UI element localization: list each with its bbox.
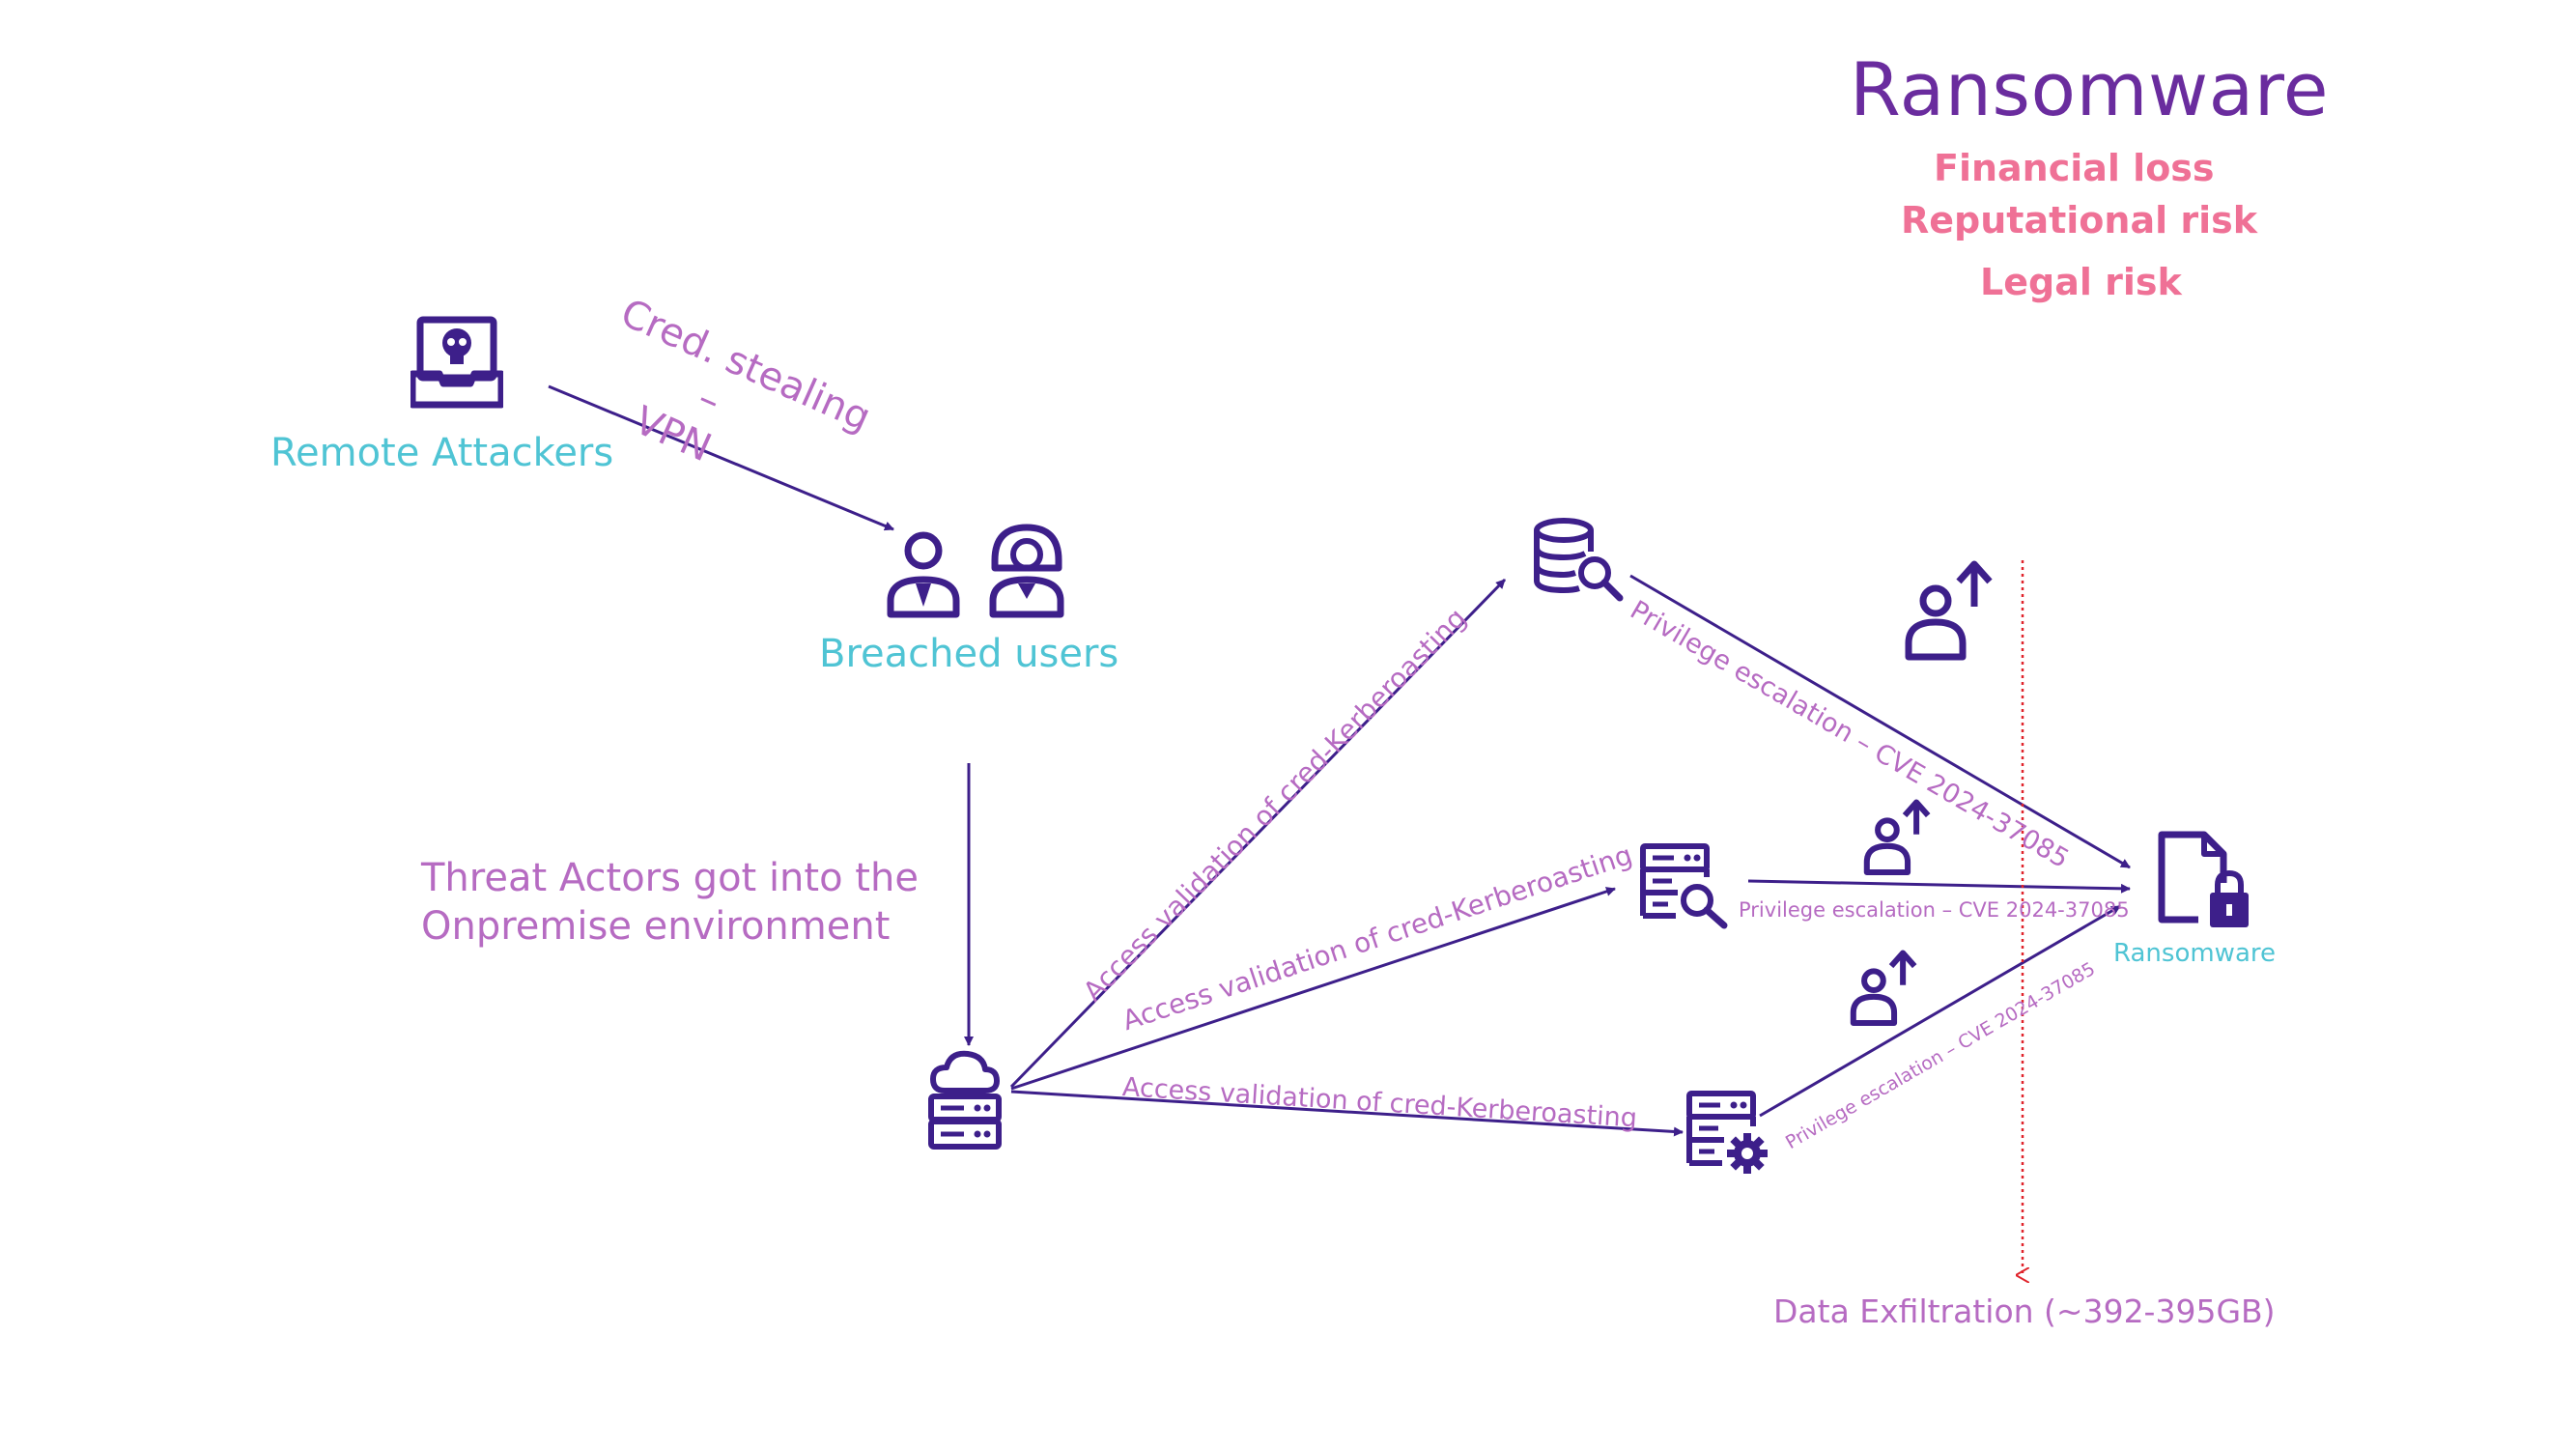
file-lock-icon — [2156, 829, 2262, 941]
edge-access-2 — [1010, 887, 1616, 1091]
node-label-ransomware: Ransomware — [2113, 939, 2276, 968]
edge-priv-3 — [1759, 904, 2121, 1118]
edge-priv-1 — [1629, 574, 2131, 869]
user-up-arrow-icon — [1849, 949, 1922, 1030]
cloud-server-icon — [925, 1048, 1005, 1156]
page-title: Ransomware — [1850, 46, 2330, 132]
server-gear-icon — [1685, 1090, 1778, 1186]
user-up-arrow-icon — [1862, 798, 1936, 879]
edge-label-threat-actors: Threat Actors got into the Onpremise env… — [421, 854, 919, 951]
impact-legal-risk: Legal risk — [1980, 261, 2182, 303]
node-label-breached-users: Breached users — [819, 632, 1119, 676]
edge-label-priv-2: Privilege escalation – CVE 2024-37085 — [1739, 898, 2130, 922]
impact-financial-loss: Financial loss — [1934, 147, 2215, 189]
female-user-icon — [987, 524, 1066, 622]
node-label-remote-attackers: Remote Attackers — [270, 431, 614, 475]
user-up-arrow-icon — [1903, 558, 1999, 665]
edge-label-line: Onpremise environment — [421, 904, 891, 949]
edge-access-3 — [1010, 1090, 1684, 1137]
edge-label-exfiltration: Data Exfiltration (~392-395GB) — [1773, 1293, 2276, 1330]
impact-reputational-risk: Reputational risk — [1901, 199, 2257, 242]
database-search-icon — [1531, 517, 1628, 610]
edge-label-line: Threat Actors got into the — [421, 856, 919, 900]
edge-access-1 — [1009, 578, 1507, 1089]
edge-cred-stealing — [548, 384, 894, 531]
user-icon — [887, 529, 960, 622]
attacker-monitor-skull-icon — [409, 314, 505, 414]
server-search-icon — [1639, 842, 1732, 935]
edge-priv-2 — [1747, 879, 2131, 894]
